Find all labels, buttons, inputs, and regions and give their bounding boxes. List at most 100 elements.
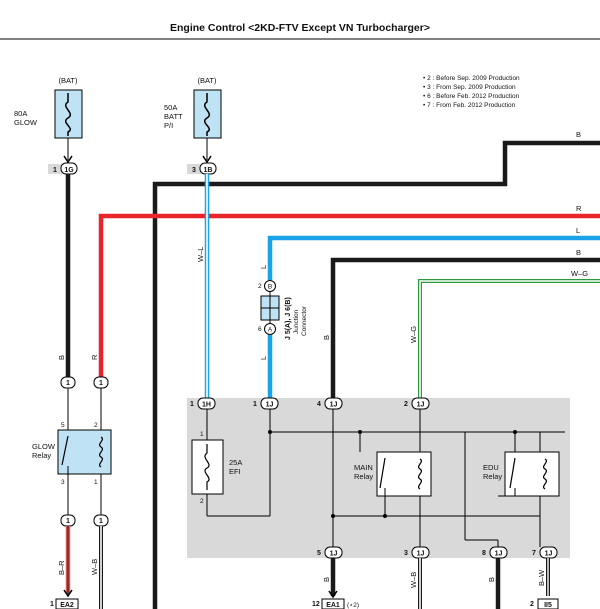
glow-relay-box (57, 429, 112, 475)
wire-label-b-mid: B (576, 248, 581, 257)
wire-b-mid (330, 257, 600, 398)
wire-label-b-top: B (576, 130, 581, 139)
glow-relay-pin-5: 5 (61, 422, 65, 429)
batt-fuse-rating: 50A (164, 103, 177, 112)
efi-fuse-pin-bottom: 2 (200, 498, 204, 505)
jc-pin-a-label: A (268, 327, 273, 334)
glow-relay-switch (61, 435, 69, 466)
batt-fuse-connector-label: 1B (204, 167, 213, 174)
bot-1j-a-label: 1J (330, 551, 338, 558)
bot-1j-b-label: 1J (417, 551, 425, 558)
wire-label-wg-top: W–G (571, 269, 588, 278)
glow-relay-name-1: GLOW (32, 442, 56, 451)
bot-1j-c-label: 1J (495, 551, 503, 558)
edu-relay-coil-icon (542, 458, 548, 490)
top-1j-b-label: 1J (330, 402, 338, 409)
note-2: • 3 : From Sep. 2009 Production (423, 84, 516, 91)
batt-fuse-pin-tab (187, 164, 201, 174)
note-1: • 2 : Before Sep. 2009 Production (423, 75, 520, 82)
bot-1j-d-label: 1J (545, 551, 553, 558)
main-relay-name-2: Relay (354, 472, 373, 481)
ea2-terminal (55, 598, 79, 609)
top-1h-pin: 1 (190, 401, 194, 408)
glow-fuse-arrow-icon (63, 155, 73, 164)
jc-pin-b-num: 2 (258, 283, 262, 290)
page-title: Engine Control <2KD-FTV Except VN Turboc… (170, 22, 430, 34)
ea2-pin: 1 (50, 601, 54, 608)
wire-label-out-wb: W–B (90, 559, 99, 575)
jc-label: J 5(A), J 6(B) (285, 297, 292, 340)
conn-c1r-label: 1 (99, 380, 103, 387)
glow-relay-pin-3: 3 (61, 479, 65, 486)
bot-pin3: 3 (404, 550, 408, 557)
top-1j-c-label: 1J (417, 402, 425, 409)
wire-label-out-wb2: W–B (409, 572, 418, 588)
edu-relay-name-2: Relay (483, 472, 502, 481)
ea1-terminal (321, 598, 345, 609)
ii5-terminal (537, 598, 559, 609)
junction-dot-1 (268, 430, 272, 434)
wire-label-out-b2: B (487, 577, 496, 582)
wire-label-batt-wl: W–L (196, 247, 205, 262)
jc-pin-a-num: 6 (258, 326, 262, 333)
junction-dot-2 (358, 430, 362, 434)
jc-sub-1: Junction (293, 309, 300, 334)
glow-fuse-pin: 1 (53, 167, 57, 174)
ea1-pin: 12 (312, 601, 320, 608)
top-1j-pin1: 1 (253, 401, 257, 408)
ea1-label: EA1 (326, 602, 340, 609)
glow-fuse-rating: 80A (14, 109, 27, 118)
batt-fuse-element-icon (204, 93, 210, 136)
batt-fuse-arrow-icon (202, 155, 212, 164)
efi-fuse-rating: 25A (229, 458, 242, 467)
edu-relay-box (504, 451, 560, 497)
edu-relay-switch (509, 457, 516, 489)
main-relay-coil-icon (417, 458, 423, 490)
ea1-arrow-icon (328, 590, 338, 599)
top-1j-pin4: 4 (317, 401, 321, 408)
main-relay-box (376, 451, 432, 497)
jc-pin-a-ring (264, 323, 276, 335)
wire-wg-top-stripe (419, 280, 600, 398)
ea2-label: EA2 (60, 602, 74, 609)
glow-relay-name-2: Relay (32, 451, 51, 460)
ii5-label: II5 (544, 602, 552, 609)
wire-label-out-b: B (322, 577, 331, 582)
wire-b-top (152, 140, 600, 609)
ea1-note: (⋆2) (347, 602, 359, 609)
wire-label-l-top: L (576, 226, 580, 235)
conn-c1b-label: 1 (66, 518, 70, 525)
wire-label-glow-b: B (57, 355, 66, 360)
ii5-pin: 2 (530, 601, 534, 608)
top-1h-label: 1H (202, 402, 211, 409)
wire-label-out-bw: B–W (537, 569, 546, 586)
wire-label-glow-r: R (90, 354, 99, 360)
top-1j-pin2: 2 (404, 401, 408, 408)
bot-pin8: 8 (482, 550, 486, 557)
glow-relay-pin-1: 1 (94, 479, 98, 486)
wire-label-wg-vertical: W–G (409, 326, 418, 343)
glow-fuse-element-icon (65, 93, 71, 136)
jc-sub-2: Connector (301, 305, 308, 336)
glow-fuse-connector-label: 1G (64, 167, 74, 174)
jc-pin-b-label: B (268, 284, 272, 291)
efi-fuse-pin-top: 1 (200, 431, 204, 438)
conn-c1-label: 1 (66, 380, 70, 387)
top-1j-a-label: 1J (266, 402, 274, 409)
edu-relay-name-1: EDU (483, 463, 499, 472)
junction-dot-3 (513, 430, 517, 434)
wire-l-top (267, 235, 600, 280)
wire-r-top (98, 213, 600, 378)
wire-wg-top (418, 279, 600, 398)
conn-c1rb-label: 1 (99, 518, 103, 525)
batt-fuse-pin: 3 (192, 167, 196, 174)
note-3: • 6 : Before Feb. 2012 Production (423, 93, 520, 100)
junction-dot-4 (331, 514, 335, 518)
glow-relay-coil-icon (98, 436, 104, 468)
glow-fuse-source: (BAT) (58, 76, 78, 85)
batt-fuse-name-1: BATT (164, 112, 183, 121)
production-notes: • 2 : Before Sep. 2009 Production • 3 : … (423, 75, 520, 109)
efi-fuse-name: EFI (229, 467, 241, 476)
glow-fuse-name: GLOW (14, 118, 38, 127)
junction-dot-5 (383, 514, 387, 518)
